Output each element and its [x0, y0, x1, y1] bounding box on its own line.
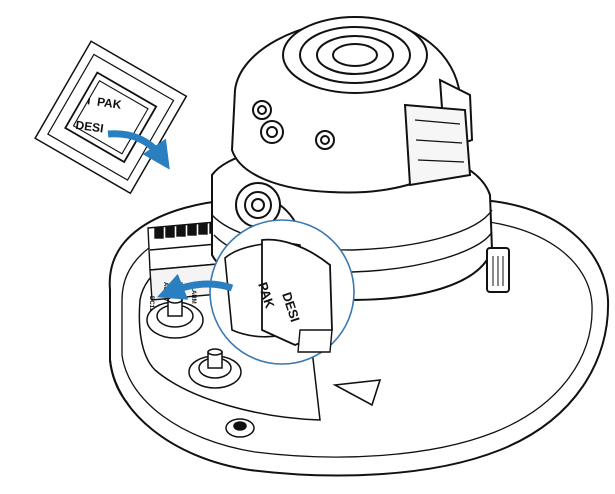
inset-detail [34, 40, 188, 195]
cable-connector-right [188, 348, 242, 389]
pull-arrow-zoom [156, 273, 234, 300]
pull-arrow-inset [107, 130, 170, 170]
marking-ac24v: AC24V [162, 282, 168, 301]
camera-lens-module [230, 16, 474, 194]
marking-alarm: ALARM [190, 282, 196, 304]
mount-screw [225, 418, 255, 438]
inset-label-pak: PAK [96, 95, 122, 112]
cable-connector-left [146, 296, 204, 339]
inset-label-desi: DESI [75, 118, 105, 136]
marking-dc12v: DC12V [148, 296, 154, 315]
zoom-detail-circle: PAK DESI [209, 219, 355, 365]
inset-label: ı PAK DESI [75, 93, 123, 136]
alignment-mark [332, 379, 382, 407]
inset-label-prefix: ı [86, 93, 91, 107]
